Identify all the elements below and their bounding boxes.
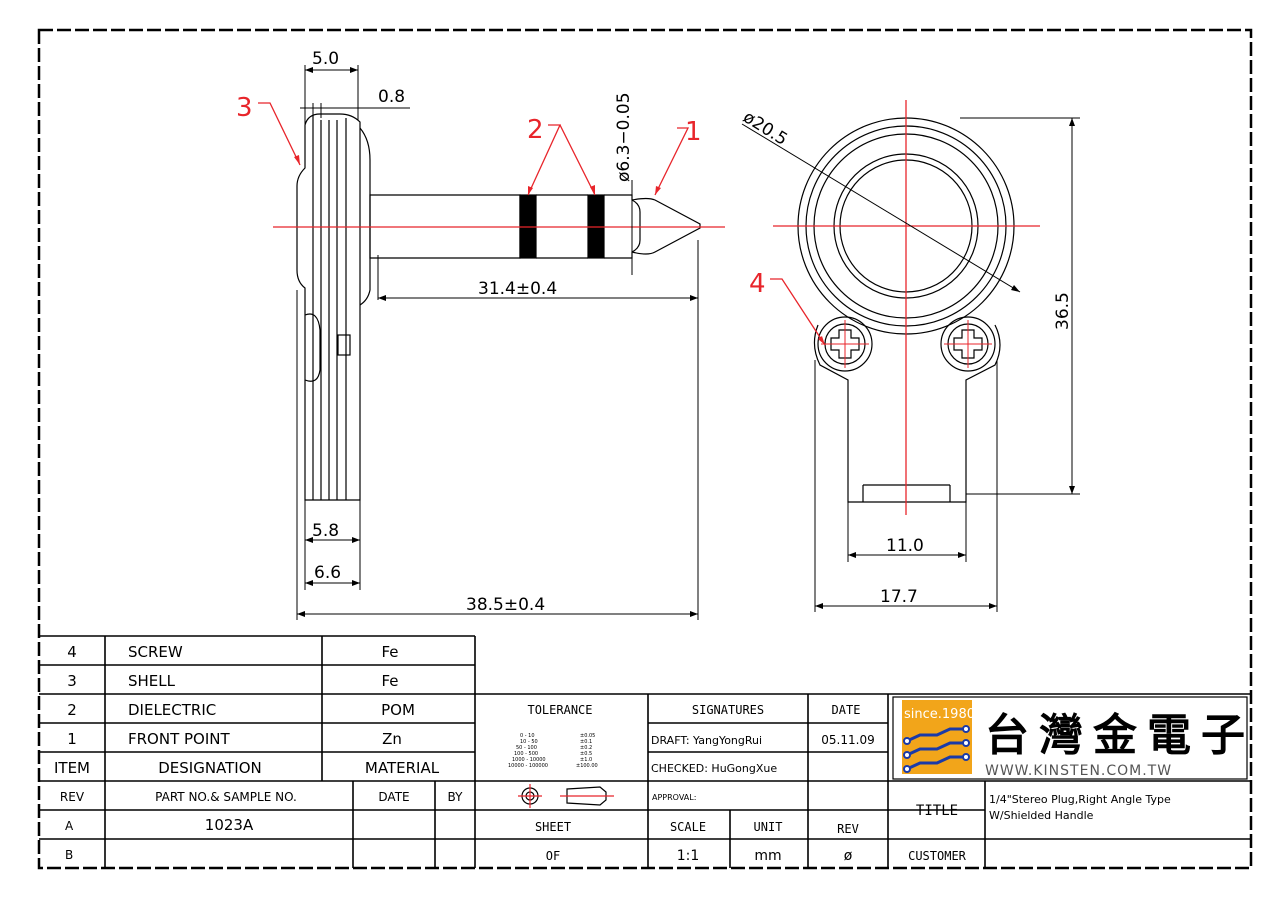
callout-4: 4 bbox=[749, 269, 766, 299]
svg-text:±0.1: ±0.1 bbox=[580, 739, 592, 745]
title-line-2: W/Shielded Handle bbox=[989, 809, 1094, 822]
dim-11-0: 11.0 bbox=[886, 536, 924, 556]
dim-38-5: 38.5±0.4 bbox=[466, 595, 545, 615]
svg-text:50 - 100: 50 - 100 bbox=[516, 745, 537, 751]
bom-mat-1: Zn bbox=[382, 730, 402, 748]
circuit-icon bbox=[906, 727, 966, 771]
rev-header-by: BY bbox=[448, 790, 464, 804]
svg-text:±0.5: ±0.5 bbox=[580, 751, 592, 757]
sheet-value: OF bbox=[546, 849, 560, 863]
bom-item-3: 3 bbox=[67, 672, 77, 690]
dim-17-7: 17.7 bbox=[880, 587, 918, 607]
bom-item-1: 1 bbox=[67, 730, 77, 748]
svg-text:100 - 500: 100 - 500 bbox=[514, 751, 538, 757]
bom-mat-4: Fe bbox=[381, 643, 398, 661]
dim-5-0: 5.0 bbox=[312, 49, 339, 69]
unit-value: mm bbox=[754, 848, 781, 864]
signatures-label: SIGNATURES bbox=[692, 703, 764, 717]
sheet-label: SHEET bbox=[535, 820, 571, 834]
tolerance-table: 0 - 10 10 - 50 50 - 100 100 - 500 1000 -… bbox=[508, 733, 598, 769]
rev-row-a: A bbox=[65, 819, 74, 833]
company-name: 台灣金電子 bbox=[985, 710, 1255, 761]
signature-approval: APPROVAL: bbox=[652, 793, 696, 802]
bom-desig-3: SHELL bbox=[128, 672, 176, 690]
svg-text:10000 - 100000: 10000 - 100000 bbox=[508, 763, 548, 769]
rev-header-rev: REV bbox=[60, 790, 85, 804]
side-view bbox=[296, 113, 701, 501]
unit-label: UNIT bbox=[754, 820, 783, 834]
bom-header-material: MATERIAL bbox=[365, 759, 440, 777]
dim-phi-6-3: ø6.3−0.05 bbox=[614, 92, 634, 182]
drawing-border bbox=[37, 28, 1253, 870]
bom-mat-2: POM bbox=[381, 701, 415, 719]
svg-text:±1.0: ±1.0 bbox=[580, 757, 592, 763]
tolerance-label: TOLERANCE bbox=[527, 703, 592, 717]
svg-text:±0.2: ±0.2 bbox=[580, 745, 592, 751]
bom-header-item: ITEM bbox=[54, 759, 90, 777]
signature-checked: CHECKED: HuGongXue bbox=[651, 762, 777, 775]
scale-value: 1:1 bbox=[677, 848, 700, 864]
dimension-arrows bbox=[297, 67, 1075, 617]
dim-6-6: 6.6 bbox=[314, 563, 341, 583]
dim-0-8: 0.8 bbox=[378, 87, 405, 107]
dim-5-8: 5.8 bbox=[312, 521, 339, 541]
title-block bbox=[39, 635, 1251, 868]
bom-desig-4: SCREW bbox=[128, 643, 183, 661]
title-label: TITLE bbox=[916, 803, 958, 819]
rev-value: ø bbox=[844, 848, 853, 864]
bom-mat-3: Fe bbox=[381, 672, 398, 690]
callout-leaders bbox=[258, 102, 826, 346]
scale-label: SCALE bbox=[670, 820, 706, 834]
company-url: WWW.KINSTEN.COM.TW bbox=[985, 763, 1172, 779]
date-value: 05.11.09 bbox=[821, 733, 874, 747]
rev-row-b: B bbox=[65, 848, 73, 862]
dim-phi-20-5: ø20.5 bbox=[739, 107, 791, 150]
bom-desig-2: DIELECTRIC bbox=[128, 701, 216, 719]
svg-text:1000 - 10000: 1000 - 10000 bbox=[512, 757, 546, 763]
callout-3: 3 bbox=[236, 93, 253, 123]
svg-text:0 - 10: 0 - 10 bbox=[520, 733, 535, 739]
bom-header-designation: DESIGNATION bbox=[158, 759, 262, 777]
svg-text:±0.05: ±0.05 bbox=[580, 733, 595, 739]
bom-desig-1: FRONT POINT bbox=[128, 730, 231, 748]
projection-symbol-icon bbox=[518, 784, 614, 808]
customer-label: CUSTOMER bbox=[908, 849, 967, 863]
signature-draft: DRAFT: YangYongRui bbox=[651, 734, 762, 747]
title-line-1: 1/4"Stereo Plug,Right Angle Type bbox=[989, 793, 1171, 806]
callout-arrowheads bbox=[294, 155, 825, 345]
svg-text:10 - 50: 10 - 50 bbox=[520, 739, 538, 745]
callout-1: 1 bbox=[685, 117, 702, 147]
dimension-lines bbox=[296, 65, 1080, 620]
rev-header-date: DATE bbox=[378, 790, 409, 804]
company-logo: since.1980 台灣金電子 WWW.KINSTEN.COM.TW bbox=[892, 696, 1255, 780]
dim-36-5: 36.5 bbox=[1053, 292, 1073, 330]
part-number: 1023A bbox=[205, 816, 254, 834]
rev-label: REV bbox=[837, 822, 859, 836]
rev-header-part: PART NO.& SAMPLE NO. bbox=[155, 790, 297, 804]
dim-31-4: 31.4±0.4 bbox=[478, 279, 557, 299]
logo-since: since.1980 bbox=[904, 707, 975, 722]
date-label: DATE bbox=[832, 703, 861, 717]
svg-text:±100.00: ±100.00 bbox=[576, 763, 598, 769]
callout-2: 2 bbox=[527, 115, 544, 145]
bom-item-4: 4 bbox=[67, 643, 77, 661]
bom-item-2: 2 bbox=[67, 701, 77, 719]
